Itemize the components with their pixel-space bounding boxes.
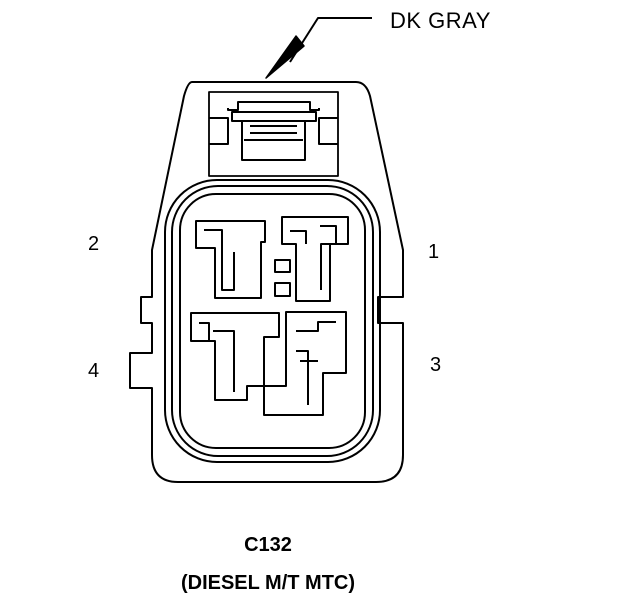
inner-cavity-outline: [179, 193, 366, 449]
pin-1-label: 1: [428, 241, 440, 263]
connector-description: (DIESEL M/T MTC): [180, 572, 356, 594]
key-block-upper: [274, 259, 291, 273]
pin-3-label: 3: [430, 354, 442, 376]
leader-arrow: [265, 17, 372, 79]
middle-seal-ring: [171, 185, 374, 457]
cavity-pin-3: [263, 311, 347, 416]
cavity-pin-1: [281, 216, 349, 302]
locking-tab: [208, 91, 339, 177]
key-block-lower: [274, 282, 291, 297]
pin-4-label: 4: [88, 360, 100, 382]
wire-color-label: DK GRAY: [390, 8, 491, 33]
connector-id: C132: [244, 534, 292, 556]
cavity-pin-4: [190, 312, 280, 401]
outer-seal-ring: [164, 179, 381, 463]
pin-2-label: 2: [88, 233, 100, 255]
connector-housing: [129, 81, 404, 483]
cavity-pin-2: [195, 220, 266, 299]
